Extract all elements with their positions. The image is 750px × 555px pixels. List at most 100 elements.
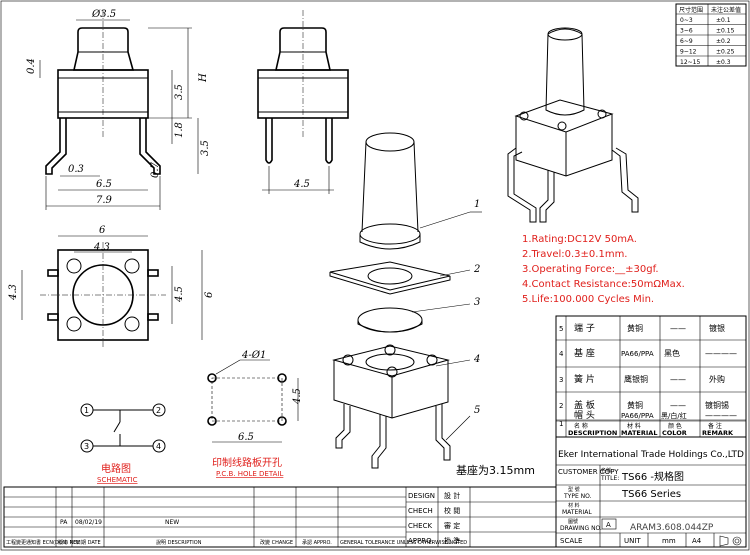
bom-remark-4: ———— [705,349,737,358]
part-label-2: 2 [473,264,480,275]
rev-box: A [606,521,611,529]
bom-no-3: 3 [559,376,563,384]
spec-line-1: 1.Rating:DC12V 50mA. [522,234,637,245]
spec-line-4: 4.Contact Resistance:50mΩMax. [522,279,685,290]
rev-header-ecn: 工程變更通知書 ECN(DCN) NO. [6,539,79,546]
tol-range-4: 9~12 [680,49,697,56]
iso-view [507,27,639,223]
specs: 1.Rating:DC12V 50mA. 2.Travel:0.3±0.1mm.… [522,234,685,305]
bom-remark-3: 外购 [709,374,725,384]
bom-name-2: 盖 板 [574,399,595,411]
bom-color-4: 黑色 [664,348,680,358]
drawing-label: DRAWING NO. [560,525,602,532]
bom-material-4: PA66/PPA [621,350,654,358]
dim-4-5-side: 4.5 [293,179,310,190]
spec-line-3: 3.Operating Force:__±30gf. [522,264,659,275]
unit-value: mm [662,537,676,545]
type-cn: 型 號 [568,486,580,493]
bom-header-color: COLOR [662,429,687,437]
title-cn: 名稱 [601,467,611,474]
bom-color-2: —— [670,401,686,410]
bom-no-5: 5 [559,325,563,333]
bom-material-3: 鹰银铜 [624,374,648,384]
schematic-title-cn: 电路图 [101,462,131,475]
rev-header-change: 改變 CHANGE [260,539,293,546]
rev-header-rev: 版本 REV [58,539,80,546]
dim-diameter-cap: Ø3.5 [91,9,116,20]
rev-date: 08/02/19 [75,519,102,526]
material-cn: 材 料 [568,502,580,509]
check2-label: CHECK [408,522,432,530]
appro-label: APPRO. [408,537,434,545]
dim-3-5-upper: 3.5 [174,84,185,100]
pin-1: 1 [84,406,89,415]
rev-header-appro: 承認 APPRO. [302,539,332,546]
side-view: 4.5 [257,10,349,194]
title-value: TS66 -规格图 [621,470,684,483]
drawing-cn: 圖號 [568,518,578,525]
dim-6-top: 6 [99,225,106,236]
check1-label: CHECH [408,507,433,515]
bom-no-2: 2 [559,402,563,410]
bom-name-1: 帽 头 [574,409,595,421]
tol-value-2: ±0.15 [716,28,735,35]
scale-label: SCALE [560,537,582,545]
pcb-title-cn: 印制线路板开孔 [212,456,282,469]
tol-header-value: 未注公差值 [711,6,741,14]
bom-name-4: 基 座 [574,347,595,359]
pin-3: 3 [84,442,89,451]
bom-header-name-cn: 名 称 [574,422,588,430]
customer-copy-label: CUSTOMER COPY [558,468,619,476]
bom-header-remark-cn: 备 注 [708,422,722,430]
bom-color-3: —— [670,375,686,384]
pin-2: 2 [156,406,161,415]
design-label: DESIGN [408,492,435,500]
bom-color-1: 黑/白/红 [661,411,687,420]
bom-header-material: MATERIAL [621,429,657,437]
unit-label: UNIT [624,537,641,545]
tol-range-1: 0~3 [680,17,693,24]
dim-4-5-right: 4.5 [174,286,185,303]
top-view: 6 4.3 4.3 4.5 6 [8,225,215,348]
pin-4: 4 [156,442,161,451]
type-label: TYPE NO. [563,493,592,500]
bom-no-4: 4 [559,350,564,358]
schematic-title-en: SCHEMATIC [97,476,138,484]
dim-0-7: 0.7 [150,161,161,178]
bom-header-material-cn: 材 料 [627,422,641,430]
schematic: 1 2 3 4 电路图 SCHEMATIC [80,403,166,484]
rev-desc: NEW [165,519,179,526]
dim-4-5-hole: 4.5 [292,388,303,405]
bom-color-5: —— [670,324,686,333]
title-label: TITLE: [600,475,619,482]
bom-material-5: 黄铜 [627,323,643,333]
part-label-1: 1 [474,199,480,210]
part-label-3: 3 [474,297,480,308]
company-name: Eker International Trade Holdings Co.,LT… [558,450,744,460]
drawing-value: ARAM3.608.044ZP [630,523,714,533]
pcb-hole-detail: 4-Ø1 4.5 6.5 印制线路板开孔 P.C.B. HOLE DETAIL [207,350,303,478]
part-label-4: 4 [473,354,480,365]
check1-cn: 校 閱 [444,506,460,515]
tol-value-1: ±0.1 [716,17,731,24]
dim-7-9: 7.9 [96,195,113,206]
exploded-view [329,132,482,469]
bom-header-remark: REMARK [702,429,734,437]
part-labels: 1 2 3 4 5 [473,199,480,416]
dim-4-3-top: 4.3 [93,242,110,253]
bom-name-3: 簧 片 [574,373,595,385]
tolerance-table: 尺寸范围 未注公差值 0~3 ±0.1 3~6 ±0.15 6~9 ±0.2 9… [675,3,747,67]
base-note: 基座为3.15mm [456,463,535,477]
material-label: MATERIAL [562,509,592,516]
bom-remark-2: 镀铜锡 [705,400,729,410]
revision-block: DESIGN 設 計 CHECH 校 閱 CHECK 審 定 APPRO. 批 … [3,486,557,548]
bom-header-color-cn: 颜 色 [668,422,682,430]
dim-1-8: 1.8 [174,122,185,138]
dim-4-3-left: 4.3 [8,284,19,301]
bom-table: 5 端 子 黄铜 —— 镀银 4 基 座 PA66/PPA 黑色 ———— 3 … [555,315,747,438]
rev-pa: PA [60,519,68,526]
dim-h: H [198,73,209,83]
tol-header-range: 尺寸范围 [679,6,703,14]
spec-line-2: 2.Travel:0.3±0.1mm. [522,249,627,260]
